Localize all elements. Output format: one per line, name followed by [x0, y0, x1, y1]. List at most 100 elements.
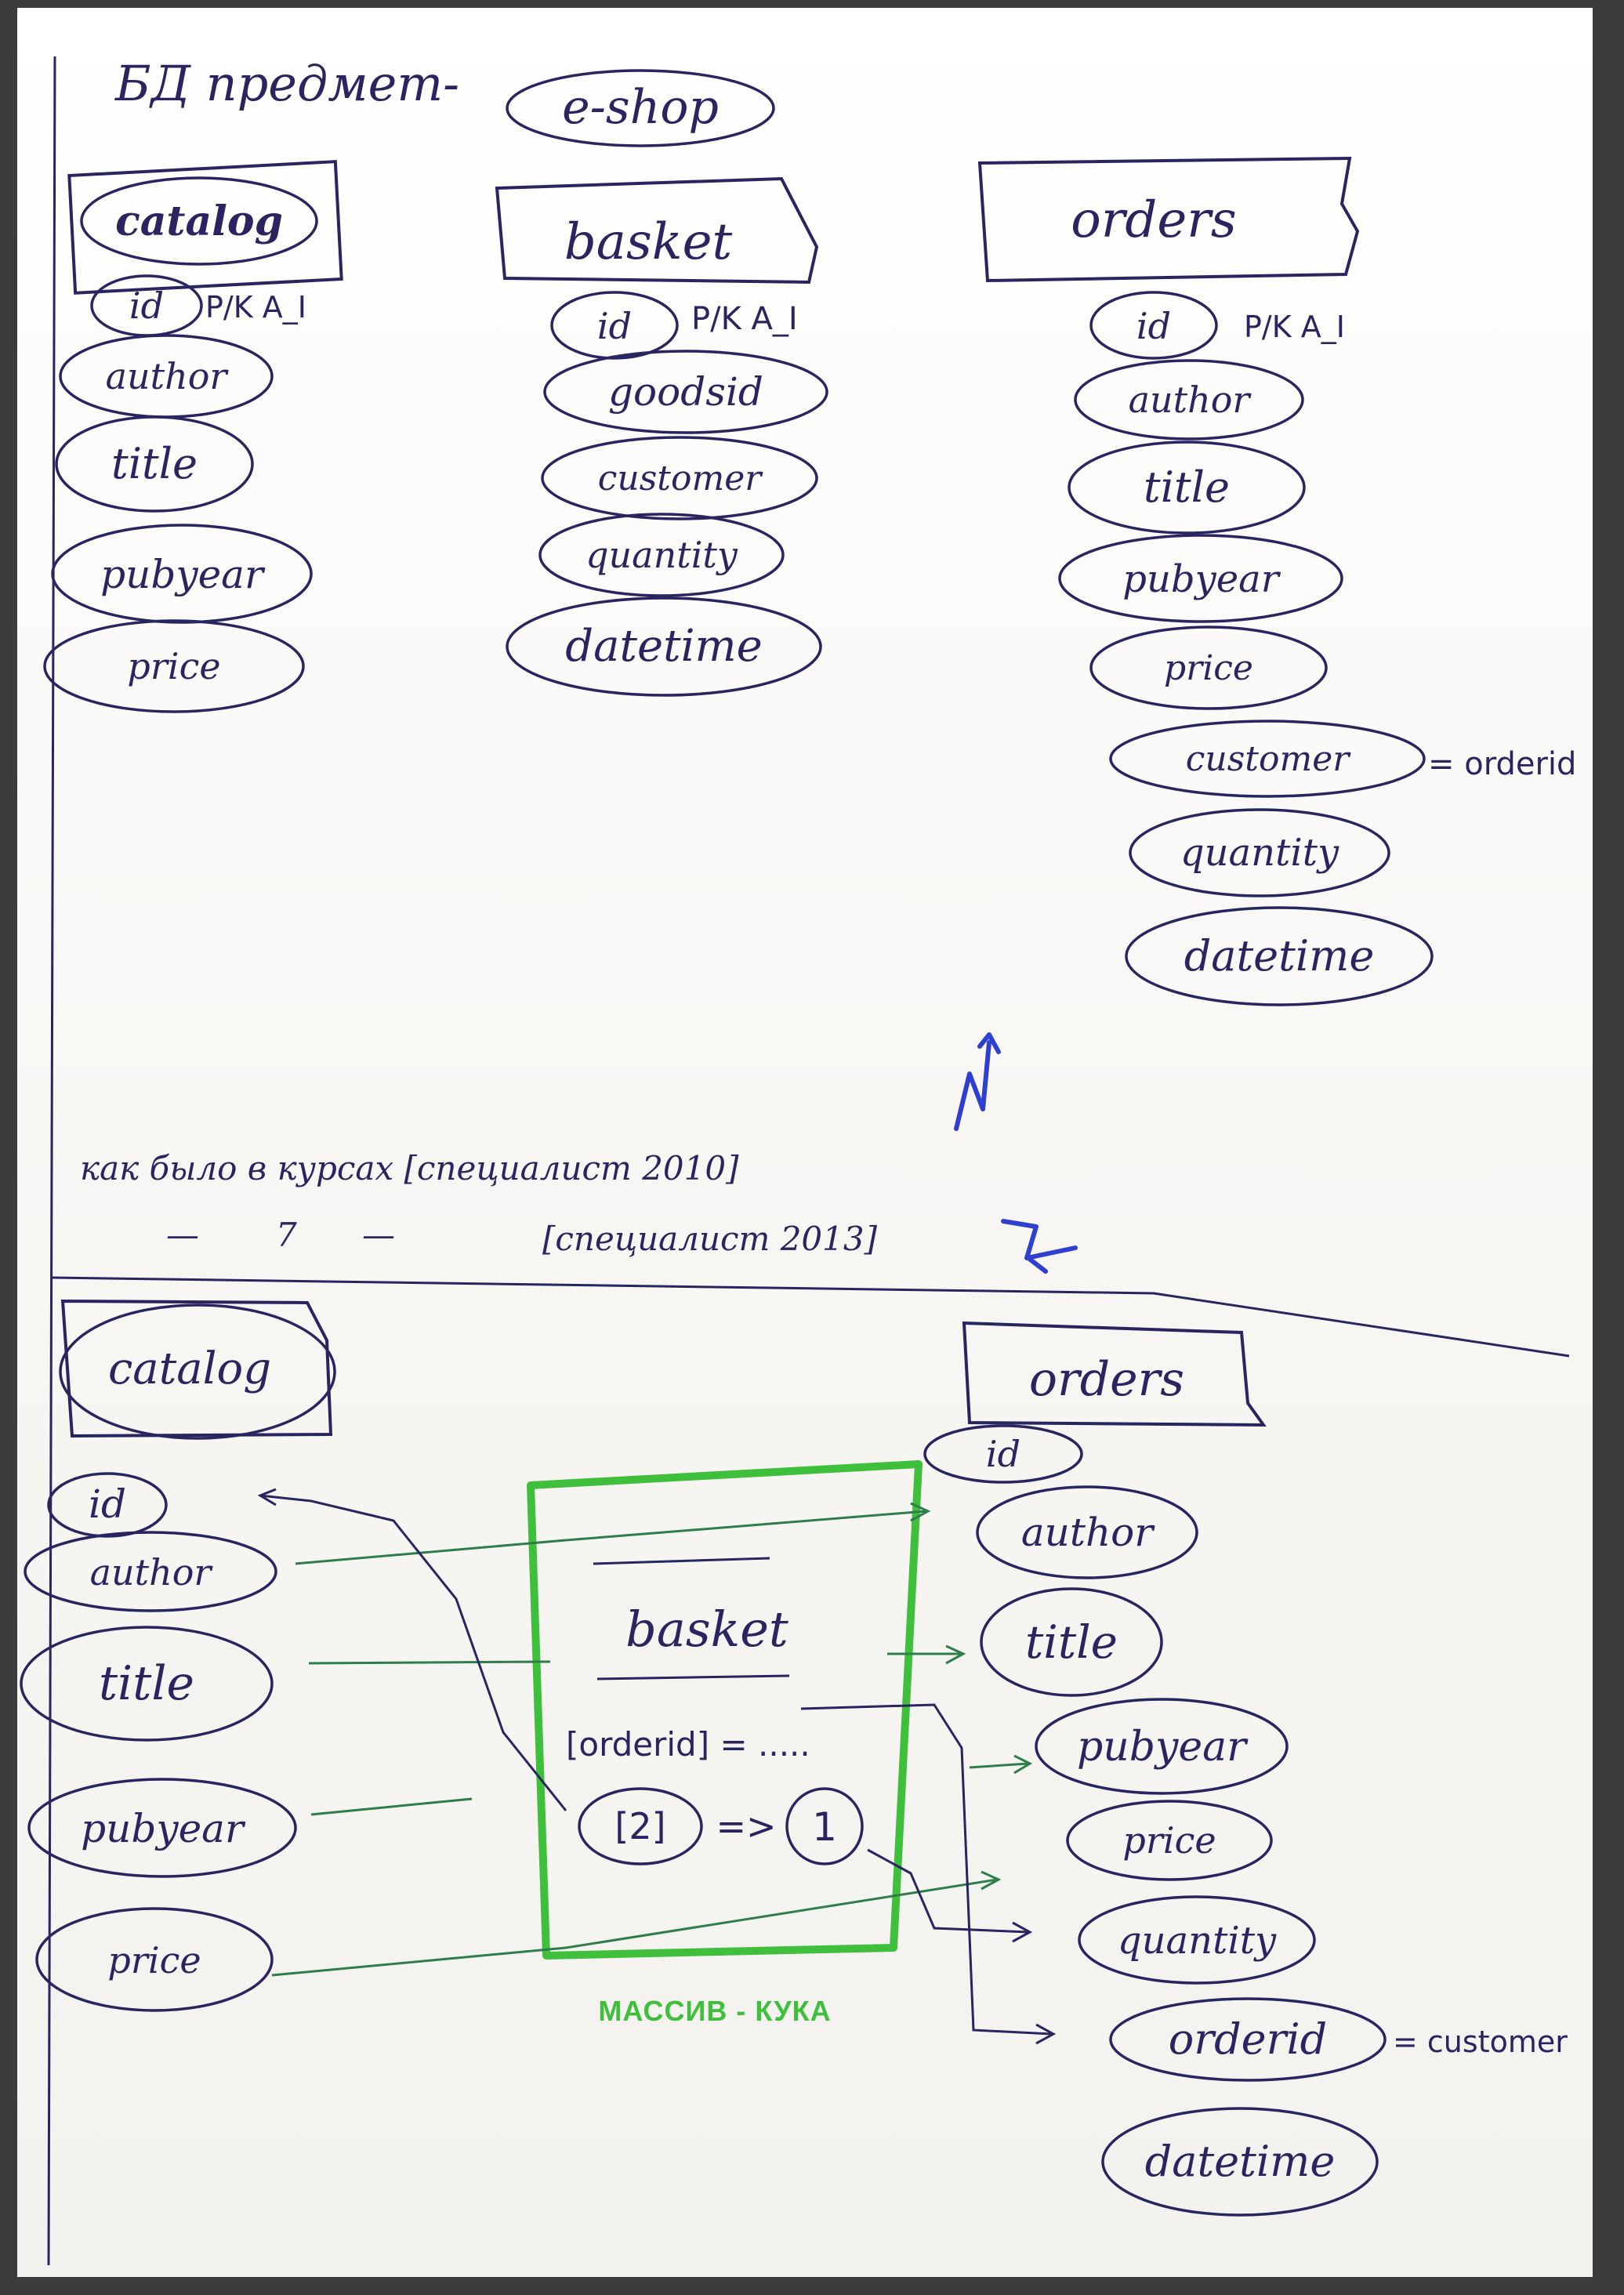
basket-2010-field-oval: [506, 596, 822, 697]
note-line-2-dash2: —: [362, 1216, 395, 1254]
note-line-2-bracket: [специалист 2013]: [542, 1220, 878, 1258]
orders-2013-field-pubyear: pubyear: [1077, 1724, 1249, 1771]
orders-2010-field-oval: [1129, 808, 1390, 897]
orders-2010-field-oval: [1089, 291, 1218, 360]
basket-2010-field-oval: [541, 436, 818, 520]
basket-2013-line2-left: [2]: [614, 1805, 665, 1847]
orders-2010-field-oval: [1058, 534, 1343, 623]
basket-2013-value-oval: [785, 1787, 864, 1865]
basket-2013-line1: [orderid] = .....: [566, 1725, 810, 1764]
orders-2013-fields: id author title pubyear price quantity o…: [923, 1424, 1387, 2217]
orders-2010-field-oval: [1109, 720, 1426, 798]
catalog-2010-field-oval: [55, 415, 254, 513]
orders-2010-box: [977, 156, 1360, 283]
orders-2013-title: orders: [1029, 1352, 1184, 1407]
orders-2010-field-author: author: [1129, 379, 1252, 421]
catalog-2010-field-pubyear: pubyear: [100, 552, 266, 597]
orders-2010-field-id: id: [1136, 305, 1171, 347]
basket-2010-field-id: id: [597, 305, 632, 347]
basket-2013-title: basket: [625, 1601, 788, 1658]
basket-2013-line2-right: 1: [812, 1804, 837, 1850]
catalog-2010-field-oval: [43, 619, 305, 713]
basket-2010-field-datetime: datetime: [565, 621, 763, 672]
basket-2010-field-oval: [550, 291, 679, 360]
orders-2010-fields: id author title pubyear price customer q…: [1058, 291, 1434, 1006]
orders-2010-pk-note: P/K A_I: [1244, 310, 1345, 344]
arrow-quantity-to-orders: [867, 1848, 1033, 1943]
section-divider: [52, 1276, 1570, 1358]
catalog-2013-field-pubyear: pubyear: [81, 1806, 246, 1851]
catalog-2013-title: catalog: [108, 1343, 271, 1394]
orders-2013-box: [962, 1321, 1267, 1427]
basket-2010-field-oval: [538, 513, 785, 597]
basket-2010-box: [495, 176, 819, 285]
catalog-2010-field-id: id: [129, 285, 164, 327]
catalog-2010-field-title: title: [111, 439, 198, 488]
catalog-2010-pk-note: P/K A_I: [205, 290, 306, 324]
orders-2010-field-pubyear: pubyear: [1122, 557, 1281, 601]
orders-2013-field-oval: [1066, 1800, 1273, 1881]
catalog-2013-field-title: title: [99, 1656, 194, 1711]
orders-2013-field-datetime: datetime: [1145, 2137, 1336, 2186]
heading-prefix: БД предмет-: [114, 55, 459, 112]
orders-2010-field-oval: [1089, 625, 1328, 710]
orders-2013-field-title: title: [1025, 1615, 1118, 1669]
catalog-2010-field-price: price: [127, 645, 220, 687]
arrow-id-to-basket: [257, 1488, 567, 1811]
orders-2013-orderid-note: = customer: [1393, 2025, 1568, 2059]
catalog-2013-field-oval: [27, 1778, 297, 1878]
orders-2013-field-oval: [1078, 1895, 1316, 1985]
blue-up-arrow: [954, 1032, 1001, 1131]
orders-2010-field-oval: [1074, 359, 1304, 441]
orders-2013-field-oval: [923, 1424, 1083, 1484]
basket-2010-field-quantity: quantity: [585, 534, 738, 576]
orders-2013-field-oval: [976, 1485, 1198, 1579]
catalog-2013-box: [60, 1299, 333, 1438]
catalog-2013-field-oval: [24, 1531, 277, 1612]
catalog-2010-fields: id author title pubyear price: [43, 274, 313, 713]
notebook-sheet: БД предмет- e-shop catalog P/K A_I id au…: [17, 8, 1593, 2277]
orders-2013-field-price: price: [1122, 1819, 1216, 1862]
arrow-price-to-orders: [271, 1870, 1002, 1977]
orders-2010-customer-note: = orderid: [1428, 746, 1576, 782]
catalog-2010-field-oval: [51, 524, 313, 624]
arrow-orderid-to-orders: [800, 1703, 1057, 2045]
catalog-2013-title-oval: [59, 1303, 336, 1440]
basket-2013-key-oval: [578, 1787, 703, 1865]
catalog-2013-field-id: id: [89, 1481, 126, 1527]
basket-2010-title: basket: [564, 213, 733, 271]
note-line-2-dash1: —: [166, 1216, 199, 1254]
subject-oval: [506, 69, 775, 147]
orders-2013-field-quantity: quantity: [1118, 1919, 1277, 1963]
orders-2013-field-orderid: orderid: [1169, 2014, 1328, 2064]
orders-2013-field-id: id: [986, 1433, 1020, 1475]
catalog-2013-field-oval: [35, 1907, 274, 2012]
orders-2010-field-price: price: [1164, 648, 1253, 688]
note-line-2-mid: 7: [276, 1216, 297, 1254]
basket-2010-pk-note: P/K A_I: [691, 301, 798, 337]
basket-2013-green-frame: [527, 1460, 923, 1960]
arrow-title-to-orders: [308, 1644, 966, 1665]
blue-down-arrow: [1001, 1219, 1078, 1274]
orders-2013-field-oval: [980, 1587, 1163, 1697]
catalog-2010-title-oval: [80, 176, 318, 266]
orders-2013-field-oval: [1109, 1997, 1387, 2082]
basket-2013-line2-arrow: =>: [716, 1805, 776, 1847]
catalog-2010-field-author: author: [106, 355, 230, 397]
note-line-1: как было в курсах [специалист 2010]: [80, 1149, 739, 1187]
catalog-2010-box: [67, 160, 343, 295]
catalog-2013-fields: id author title pubyear price: [20, 1472, 297, 2012]
orders-2013-field-author: author: [1021, 1510, 1155, 1555]
orders-2013-field-oval: [1101, 2107, 1379, 2217]
orders-2010-title: orders: [1071, 191, 1236, 249]
orders-2010-field-oval: [1125, 906, 1434, 1006]
basket-caption: МАССИВ - КУКА: [598, 1995, 832, 2027]
catalog-2013-field-price: price: [107, 1939, 201, 1981]
heading-subject: e-shop: [562, 80, 719, 135]
margin-line: [47, 56, 56, 2266]
catalog-2010-title: catalog: [115, 198, 283, 245]
arrow-author-to-orders: [295, 1502, 931, 1565]
orders-2010-field-title: title: [1144, 462, 1230, 512]
basket-2010-fields: id goodsid customer quantity datetime: [506, 291, 828, 697]
orders-2010-field-customer: customer: [1186, 739, 1351, 779]
